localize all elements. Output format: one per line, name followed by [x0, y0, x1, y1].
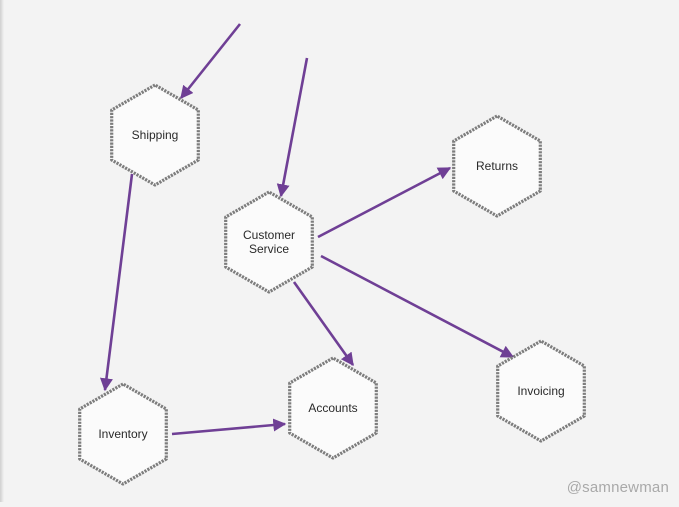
edge-customer-service-to-accounts: [292, 281, 355, 367]
edge-shipping-to-inventory: [100, 173, 134, 392]
edges-layer: [100, 23, 515, 436]
left-edge-shadow: [0, 0, 4, 502]
service-label: Inventory: [98, 427, 147, 441]
service-label: Returns: [476, 159, 518, 173]
hexagon-shape: [496, 339, 586, 443]
service-node-inventory: Inventory: [78, 382, 168, 486]
hexagon-shape: [452, 114, 542, 218]
hexagon-shape: [78, 382, 168, 486]
service-label: Accounts: [308, 401, 357, 415]
edge-customer-service-to-returns: [317, 166, 452, 239]
service-label: Shipping: [132, 128, 179, 142]
service-node-shipping: Shipping: [110, 83, 200, 187]
edge-external-to-customer-service: [276, 57, 309, 198]
service-label: Invoicing: [517, 384, 564, 398]
service-label: Service: [249, 242, 289, 256]
hexagon-shape: [110, 83, 200, 187]
edge-inventory-to-accounts: [171, 418, 287, 436]
edge-external-to-shipping: [179, 23, 242, 100]
service-node-accounts: Accounts: [288, 356, 378, 460]
hexagon-shape: [224, 190, 314, 294]
hexagon-shape: [288, 356, 378, 460]
edge-customer-service-to-invoicing: [320, 254, 515, 359]
service-node-returns: Returns: [452, 114, 542, 218]
service-label: Customer: [243, 228, 295, 242]
service-node-invoicing: Invoicing: [496, 339, 586, 443]
watermark: @samnewman: [566, 479, 669, 496]
